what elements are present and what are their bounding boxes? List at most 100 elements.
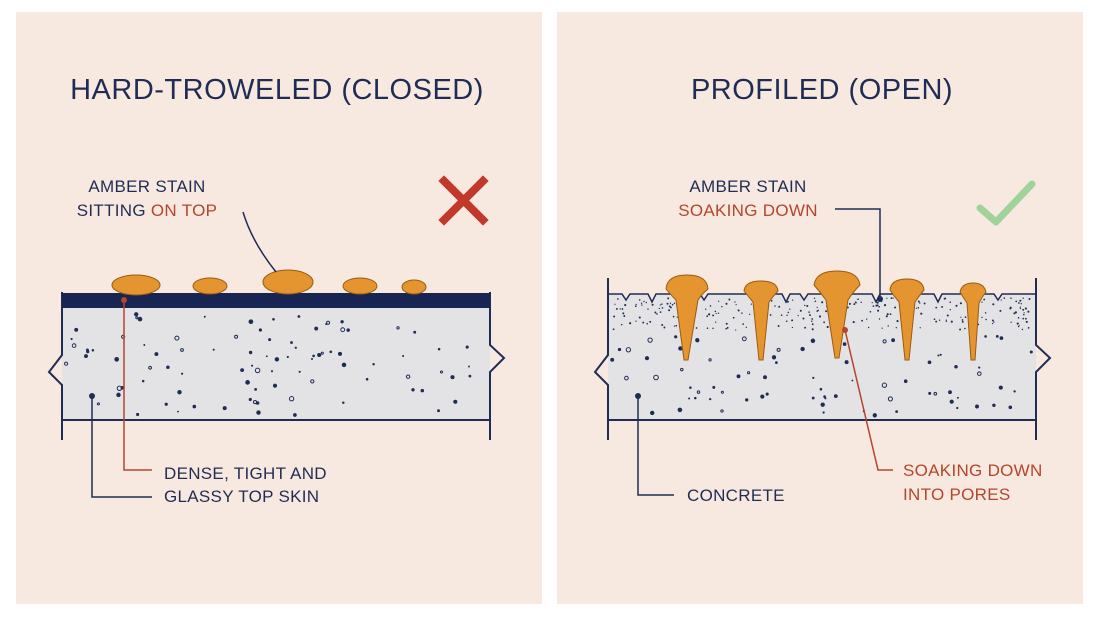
aggregate-dot	[819, 387, 823, 391]
aggregate-dot	[74, 327, 79, 332]
aggregate-dot	[876, 301, 879, 304]
aggregate-dot	[725, 322, 728, 325]
aggregate-dot	[804, 304, 806, 307]
aggregate-dot	[669, 302, 672, 304]
aggregate-dot	[642, 321, 645, 324]
aggregate-dot	[1014, 311, 1017, 314]
aggregate-dot	[645, 301, 647, 304]
aggregate-dot	[735, 329, 737, 331]
aggregate-dot	[317, 352, 322, 358]
aggregate-dot	[917, 300, 920, 303]
aggregate-dot	[981, 301, 983, 303]
left-aggregate-dots	[64, 312, 472, 417]
aggregate-dot	[672, 315, 675, 318]
aggregate-dot	[240, 368, 245, 373]
aggregate-dot	[659, 304, 661, 306]
aggregate-dot	[763, 375, 767, 380]
aggregate-dot	[634, 305, 637, 308]
aggregate-dot	[877, 309, 880, 312]
aggregate-dot	[715, 312, 717, 315]
aggregate-dot	[666, 302, 669, 305]
aggregate-dot	[848, 302, 851, 305]
aggregate-dot	[372, 362, 375, 366]
aggregate-dot	[346, 328, 350, 332]
aggregate-dot	[1023, 312, 1025, 314]
aggregate-dot	[961, 319, 964, 321]
aggregate-dot	[806, 305, 809, 307]
aggregate-dot	[135, 316, 139, 320]
left-panel-title: HARD-TROWELED (CLOSED)	[70, 74, 484, 106]
aggregate-dot	[802, 317, 805, 320]
aggregate-dot	[978, 366, 981, 369]
aggregate-dot	[950, 320, 953, 323]
aggregate-dot	[894, 306, 897, 309]
aggregate-dot	[71, 343, 77, 348]
aggregate-dot	[919, 327, 921, 329]
aggregate-dot	[695, 338, 700, 343]
aggregate-dot	[878, 318, 881, 320]
right-panel-title: PROFILED (OPEN)	[691, 74, 953, 106]
aggregate-dot	[867, 326, 870, 329]
aggregate-dot	[999, 336, 1004, 340]
aggregate-dot	[326, 320, 331, 325]
aggregate-dot	[624, 375, 629, 381]
aggregate-dot	[661, 307, 664, 309]
aggregate-dot	[809, 314, 811, 317]
aggregate-dot	[256, 410, 261, 415]
right-stain-leader-dot	[877, 296, 883, 302]
aggregate-dot	[732, 316, 735, 319]
aggregate-dot	[320, 351, 324, 355]
aggregate-dot	[890, 297, 893, 299]
aggregate-dot	[677, 407, 683, 413]
aggregate-dot	[310, 379, 315, 384]
right-concrete-leader-line	[637, 396, 674, 496]
aggregate-dot	[985, 318, 987, 321]
aggregate-dot	[1024, 307, 1027, 310]
aggregate-dot	[647, 337, 653, 343]
aggregate-dot	[791, 326, 794, 329]
aggregate-dot	[437, 347, 441, 351]
left-stain-label-on-top: ON TOP	[151, 201, 217, 220]
aggregate-dot	[941, 305, 944, 308]
aggregate-dot	[192, 404, 197, 409]
aggregate-dot	[799, 309, 802, 312]
right-pores-label-line1: SOAKING DOWN	[903, 461, 1043, 480]
aggregate-dot	[928, 391, 932, 395]
stain-drip	[813, 270, 861, 359]
aggregate-dot	[638, 299, 641, 301]
aggregate-dot	[935, 320, 938, 323]
aggregate-dot	[1018, 302, 1020, 304]
aggregate-dot	[959, 302, 962, 305]
aggregate-dot	[174, 335, 180, 341]
aggregate-dot	[649, 320, 652, 323]
aggregate-dot	[933, 391, 938, 396]
aggregate-dot	[134, 312, 139, 317]
aggregate-dot	[949, 301, 951, 303]
aggregate-dot	[234, 334, 239, 339]
aggregate-dot	[312, 354, 315, 358]
aggregate-dot	[84, 354, 88, 359]
aggregate-dot	[468, 374, 472, 378]
aggregate-dot	[465, 345, 469, 349]
aggregate-dot	[120, 386, 125, 390]
aggregate-dot	[141, 379, 145, 383]
aggregate-dot	[1009, 307, 1012, 310]
aggregate-dot	[872, 305, 875, 307]
aggregate-dot	[720, 390, 724, 394]
aggregate-dot	[771, 355, 777, 360]
aggregate-dot	[1018, 324, 1020, 326]
aggregate-dot	[274, 357, 280, 362]
right-stain-leader-line	[835, 208, 881, 298]
aggregate-dot	[705, 308, 707, 310]
aggregate-dot	[248, 319, 254, 325]
aggregate-dot	[288, 396, 295, 402]
aggregate-dot	[956, 406, 959, 410]
aggregate-dot	[1013, 390, 1016, 393]
aggregate-dot	[984, 335, 987, 338]
aggregate-dot	[1017, 325, 1020, 328]
aggregate-dot	[992, 303, 995, 306]
aggregate-dot	[420, 388, 425, 393]
aggregate-dot	[735, 304, 737, 306]
aggregate-dot	[669, 306, 672, 309]
aggregate-dot	[861, 319, 863, 322]
